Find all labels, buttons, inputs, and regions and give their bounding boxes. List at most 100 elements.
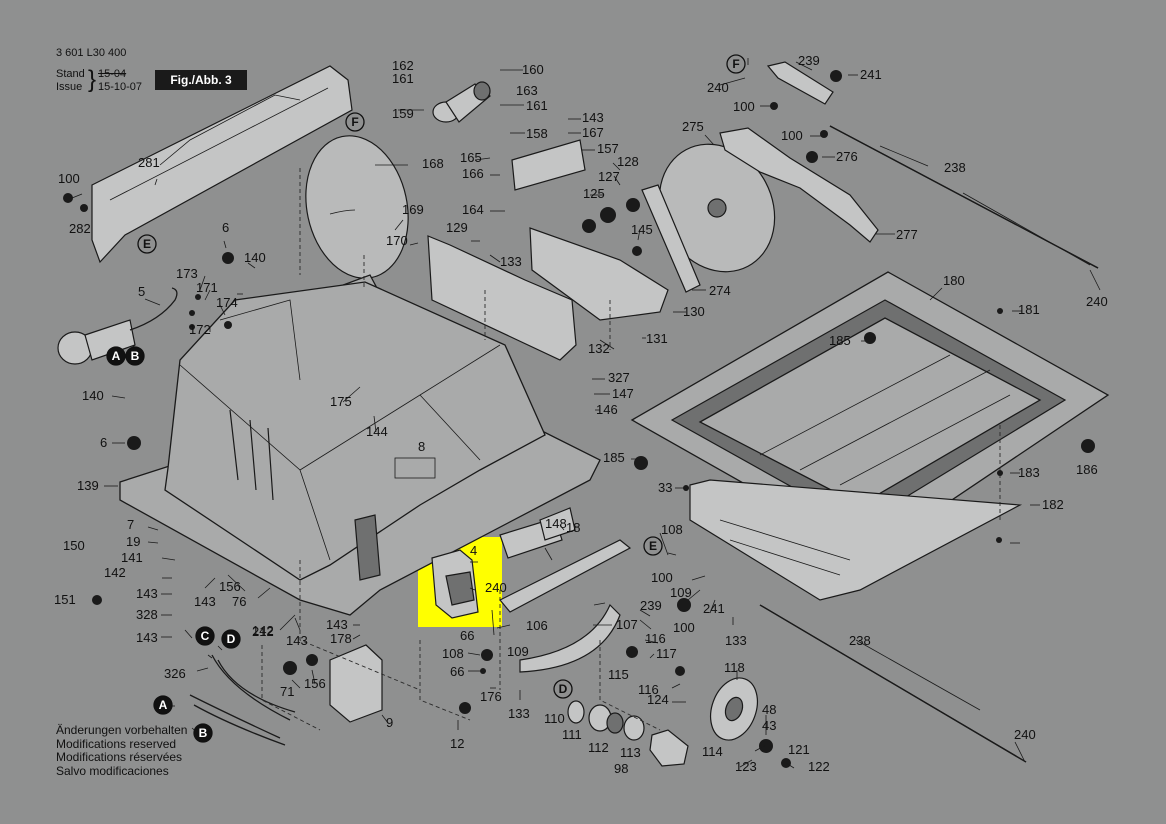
part-112 (606, 712, 624, 734)
part-label-175: 175 (330, 394, 352, 409)
part-label-143: 143 (326, 617, 348, 632)
part-label-6: 6 (100, 435, 107, 450)
part-label-123: 123 (735, 759, 757, 774)
part-66-rail (499, 539, 632, 613)
part-label-121: 121 (788, 742, 810, 757)
part-label-116: 116 (638, 682, 659, 697)
part-label-239: 239 (798, 53, 820, 68)
part-label-275: 275 (682, 119, 704, 134)
part-label-240: 240 (1086, 294, 1108, 309)
part-label-133: 133 (500, 254, 522, 269)
part-label-140: 140 (244, 250, 266, 265)
part-label-76: 76 (232, 594, 246, 609)
part-label-241: 241 (703, 601, 725, 616)
part-212-cable (211, 654, 296, 721)
part-label-100: 100 (781, 128, 803, 143)
part-label-143: 143 (136, 586, 158, 601)
part-label-143: 143 (194, 594, 216, 609)
note-fr: Modifications réservées (56, 750, 183, 764)
part-label-122: 122 (808, 759, 830, 774)
part-label-66: 66 (450, 664, 464, 679)
part-label-161: 161 (526, 98, 548, 113)
figure-badge: Fig./Abb. 3 (155, 70, 247, 90)
part-239-bracket-top (766, 61, 834, 105)
part-label-328: 328 (136, 607, 158, 622)
base-housing (119, 274, 601, 616)
part-label-169: 169 (402, 202, 424, 217)
svg-text:E: E (143, 237, 151, 251)
part-label-185: 185 (603, 450, 625, 465)
part-label-166: 166 (462, 166, 484, 181)
part-label-4: 4 (470, 543, 477, 558)
part-label-107: 107 (616, 617, 638, 632)
part-label-164: 164 (462, 202, 484, 217)
part-label-161: 161 (392, 71, 414, 86)
note-es: Salvo modificaciones (56, 763, 169, 778)
part-118-handwheel (710, 677, 758, 741)
svg-text:F: F (351, 115, 358, 129)
part-label-147: 147 (612, 386, 634, 401)
circled-letter-C: C (195, 626, 215, 646)
circled-letter-F: F (726, 54, 746, 74)
part-label-100: 100 (651, 570, 673, 585)
doc-number: 3 601 L30 400 (56, 47, 127, 59)
guide-lines (261, 168, 1001, 731)
part-label-98: 98 (614, 761, 628, 776)
part-148-plate (539, 507, 576, 541)
part-label-6: 6 (222, 220, 229, 235)
part-label-144: 144 (366, 424, 388, 439)
part-label-165: 165 (460, 150, 482, 165)
part-label-71: 71 (280, 684, 294, 699)
part-label-43: 43 (762, 718, 776, 733)
part-label-129: 129 (446, 220, 468, 235)
part-label-118: 118 (724, 660, 745, 675)
part-label-128: 128 (617, 154, 639, 169)
part-178-box (329, 644, 383, 723)
part-label-132: 132 (588, 341, 610, 356)
part-label-9: 9 (386, 715, 393, 730)
part-label-163: 163 (516, 83, 538, 98)
part-label-282: 282 (69, 221, 91, 236)
svg-text:A: A (159, 698, 168, 712)
part-159-port (432, 81, 491, 123)
part-label-182: 182 (1042, 497, 1064, 512)
part-label-141: 141 (121, 550, 143, 565)
part-label-173: 173 (176, 266, 198, 281)
svg-text:D: D (227, 632, 236, 646)
note-en: Modifications reserved (56, 736, 177, 751)
part-label-143: 143 (286, 633, 308, 648)
part-113 (623, 715, 645, 741)
part-label-171: 171 (196, 280, 218, 295)
part-label-281: 281 (138, 155, 160, 170)
part-label-327: 327 (608, 370, 630, 385)
part-label-172: 172 (189, 322, 211, 337)
part-label-160: 160 (522, 62, 544, 77)
part-label-140: 140 (82, 388, 104, 403)
part-label-110: 110 (544, 711, 565, 726)
part-label-239: 239 (640, 598, 662, 613)
part-label-125: 125 (583, 186, 605, 201)
part-label-7: 7 (127, 517, 134, 532)
part-label-326: 326 (164, 666, 186, 681)
part-label-162: 162 (392, 58, 414, 73)
part-label-183: 183 (1018, 465, 1040, 480)
part-157-plate (511, 139, 586, 191)
part-281-rail (91, 65, 353, 264)
part-label-8: 8 (418, 439, 425, 454)
part-114-knob (649, 729, 689, 767)
part-label-146: 146 (596, 402, 618, 417)
cable-a (189, 694, 286, 746)
part-label-114: 114 (702, 744, 723, 759)
part-label-174: 174 (216, 295, 238, 310)
note-de: Änderungen vorbehalten (56, 723, 188, 737)
part-label-238: 238 (944, 160, 966, 175)
stand-label: Stand (56, 68, 85, 80)
part-label-100: 100 (733, 99, 755, 114)
part-label-240: 240 (485, 580, 507, 595)
part-label-116: 116 (645, 631, 666, 646)
part-label-124: 124 (647, 692, 669, 707)
part-label-33: 33 (658, 480, 672, 495)
circled-letter-F: F (345, 112, 365, 132)
part-label-240: 240 (707, 80, 729, 95)
